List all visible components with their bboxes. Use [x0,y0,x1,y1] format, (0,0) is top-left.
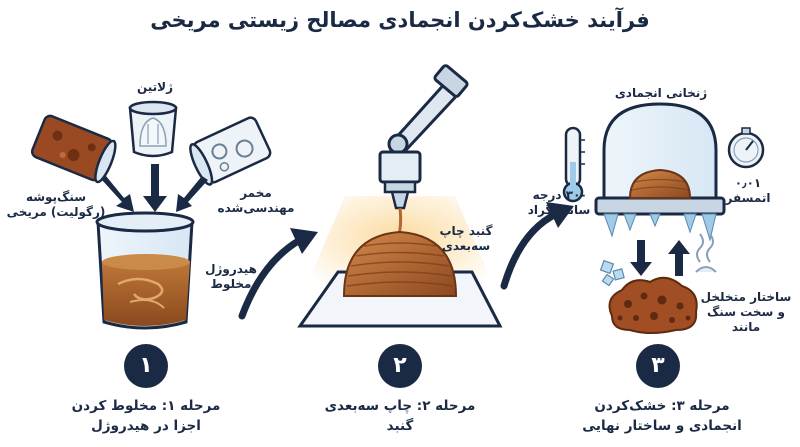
hydrogel-beaker-icon [95,211,195,330]
yeast-jar-icon [189,116,272,186]
step-1-caption: مرحله ۱: مخلوط کردن اجزا در هیدروژل [71,398,221,434]
step-2-number: ۲ [378,344,422,388]
step-3-number: ۳ [636,344,680,388]
porous-structure-icon [608,276,698,334]
label-temperature: -۳۰ درجه سانتی‌گراد [527,188,591,217]
label-yeast: مخمر مهندسی‌شده [217,186,295,215]
label-gelatin: ژلاتین [136,80,174,94]
sublimation-arrows [630,240,690,276]
diagram-title: فرآیند خشک‌کردن انجمادی مصالح زیستی مریخ… [150,8,650,32]
printed-dome-icon [342,230,458,297]
vapor-icon [695,233,717,273]
regolith-jar-icon [30,114,117,184]
label-hydrogel: هیدروژل مخلوط [205,262,257,291]
gelatin-jar-icon [128,100,178,158]
step-3-caption: مرحله ۳: خشک‌کردن انجمادی و ساختار نهایی [582,398,742,434]
label-freeze-chamber: ژنخانی انجمادی [614,86,708,100]
freeze-chamber-icon [594,102,726,242]
label-regolith: سنگ‌پوشه (رگولیت) مریخی [6,190,106,219]
label-pressure: ۰٫۰۱ اتمسفر [725,176,771,205]
thermometer-icon [562,126,585,203]
flow-arrow-1 [238,228,318,320]
flow-arrow-2 [500,202,574,290]
pressure-gauge-icon [727,127,765,169]
ice-crystal-icon [599,259,625,287]
label-porous-structure: ساختار متخلخل و سخت سنگ مانند [700,290,792,334]
pour-arrows [102,164,208,212]
label-printed-dome: گنبد چاپ سه‌بعدی [439,224,493,253]
step-1-number: ۱ [124,344,168,388]
step-2-caption: مرحله ۲: چاپ سه‌بعدی گنبد [324,398,476,434]
